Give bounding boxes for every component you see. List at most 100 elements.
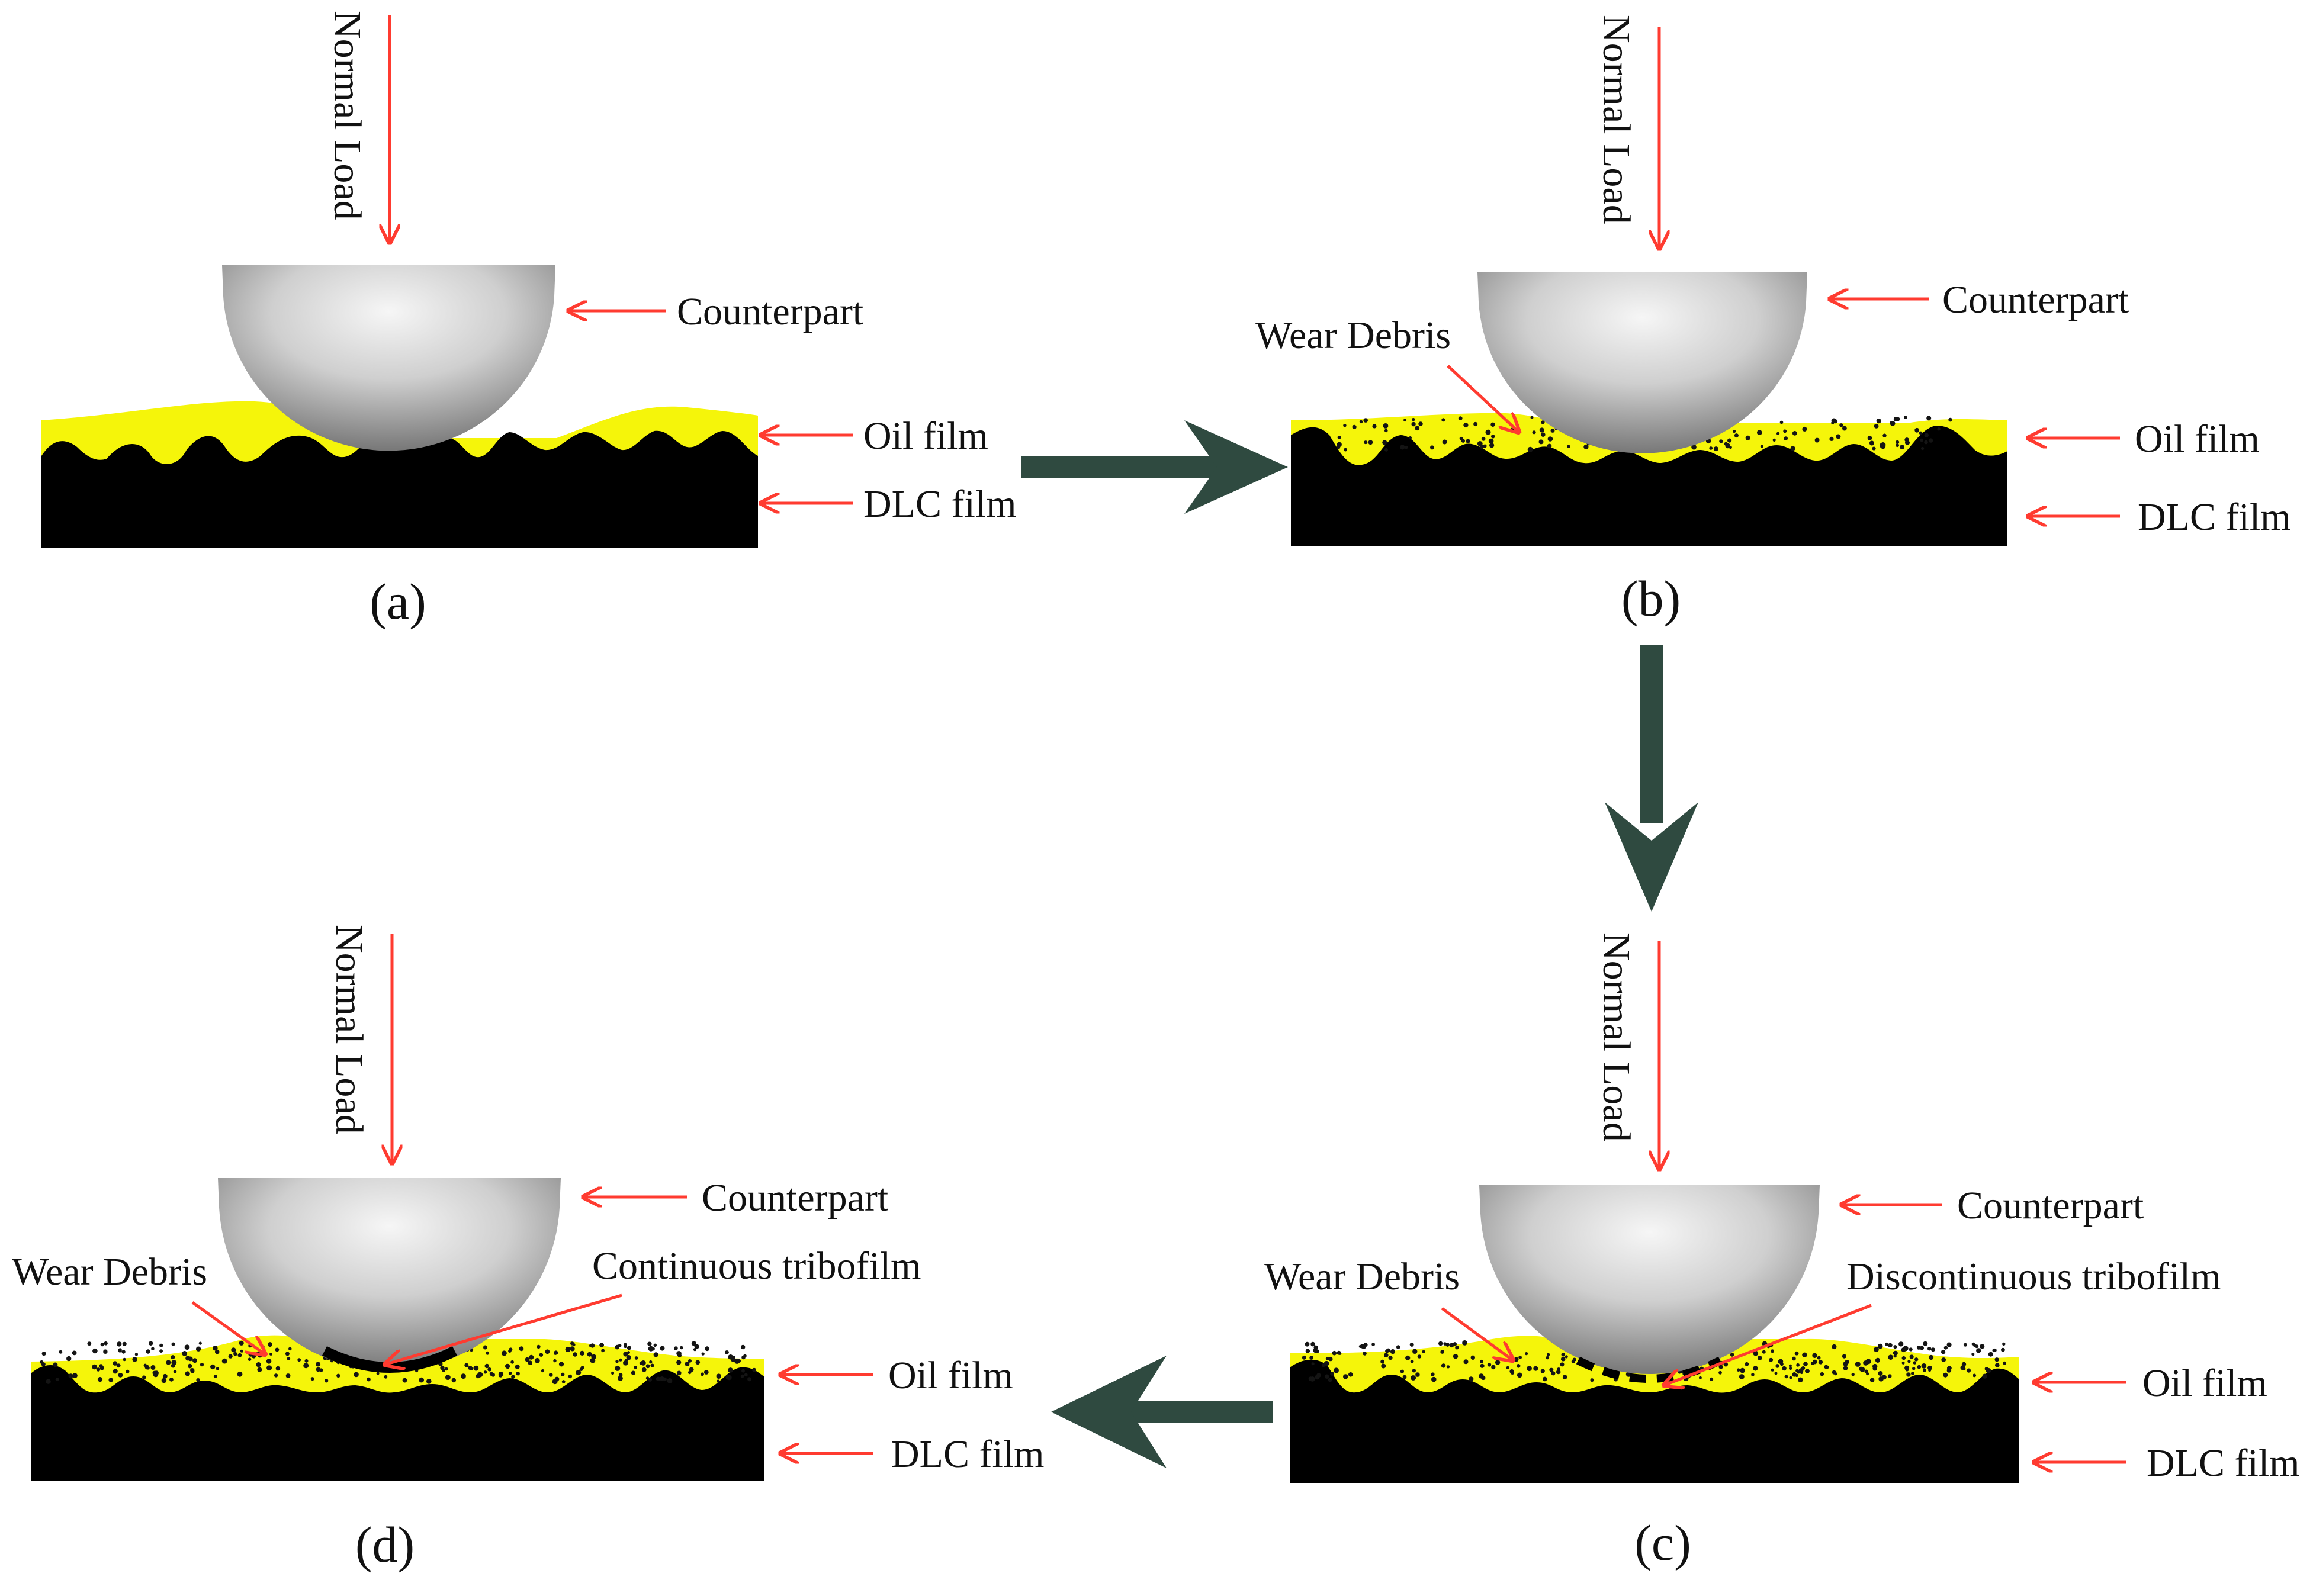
debris-particle — [1859, 1366, 1865, 1372]
debris-particle — [159, 1343, 163, 1347]
debris-particle — [1794, 1351, 1799, 1356]
debris-particle — [570, 1341, 574, 1346]
panel-caption: (a) — [370, 573, 426, 630]
debris-particle — [1315, 1375, 1320, 1380]
debris-particle — [1412, 417, 1415, 421]
debris-particle — [1455, 1346, 1459, 1350]
debris-particle — [528, 1360, 533, 1365]
debris-particle — [2001, 1347, 2005, 1352]
debris-particle — [123, 1357, 126, 1362]
debris-particle — [1920, 438, 1924, 442]
debris-particle — [1310, 1376, 1315, 1382]
debris-particle — [1431, 1376, 1437, 1382]
debris-particle — [508, 1371, 512, 1375]
debris-particle — [1817, 1356, 1821, 1360]
debris-particle — [558, 1362, 564, 1367]
debris-particle — [121, 1350, 126, 1354]
debris-particle — [1893, 417, 1898, 421]
debris-particle — [1792, 1372, 1797, 1377]
debris-particle — [159, 1349, 163, 1353]
debris-particle — [1943, 1372, 1948, 1378]
debris-particle — [716, 1373, 722, 1379]
debris-particle — [680, 1346, 683, 1350]
debris-particle — [487, 1367, 491, 1372]
debris-particle — [384, 1375, 388, 1379]
debris-particle — [336, 1373, 340, 1378]
debris-particle — [1878, 1371, 1883, 1376]
debris-particle — [99, 1366, 104, 1370]
debris-particle — [676, 1351, 682, 1356]
debris-particle — [1745, 435, 1750, 440]
debris-particle — [96, 1367, 101, 1372]
debris-particle — [1778, 1360, 1782, 1364]
debris-particle — [188, 1356, 193, 1362]
debris-particle — [1963, 1343, 1967, 1347]
debris-particle — [1546, 1356, 1550, 1360]
debris-particle — [442, 1369, 445, 1372]
debris-particle — [1928, 1369, 1932, 1372]
debris-particle — [1905, 440, 1910, 445]
debris-particle — [173, 1370, 177, 1373]
panel-caption: (d) — [355, 1516, 415, 1573]
debris-particle — [1461, 439, 1465, 443]
debris-particle — [516, 1372, 520, 1376]
debris-particle — [1547, 436, 1553, 442]
debris-particle — [653, 1343, 657, 1347]
debris-particle — [1832, 1344, 1837, 1350]
debris-particle — [1337, 435, 1341, 439]
panel-c: Normal Load Counterpart Wear Debris Disc… — [1264, 932, 2300, 1571]
debris-particle — [149, 1341, 153, 1346]
debris-particle — [153, 1372, 159, 1378]
debris-particle — [553, 1359, 557, 1363]
debris-particle — [1872, 1366, 1877, 1371]
debris-particle — [150, 1365, 156, 1370]
debris-particle — [548, 1373, 553, 1377]
debris-particle — [287, 1357, 291, 1360]
debris-particle — [1851, 1373, 1855, 1376]
debris-particle — [144, 1365, 150, 1370]
debris-particle — [1380, 1359, 1385, 1364]
debris-particle — [1405, 1355, 1411, 1360]
debris-particle — [1889, 421, 1893, 425]
debris-particle — [1909, 1354, 1914, 1359]
debris-particle — [647, 1341, 652, 1346]
debris-particle — [285, 1352, 290, 1356]
debris-particle — [1560, 1356, 1566, 1362]
debris-particle — [1924, 433, 1929, 437]
debris-particle — [1402, 1375, 1407, 1379]
debris-particle — [468, 1366, 473, 1370]
debris-particle — [1713, 446, 1718, 452]
debris-particle — [1491, 435, 1495, 439]
debris-particle — [1758, 1356, 1762, 1360]
debris-particle — [1914, 427, 1920, 433]
debris-particle — [1720, 1365, 1723, 1369]
debris-particle — [297, 1358, 301, 1362]
counterpart-label: Counterpart — [702, 1176, 888, 1219]
debris-particle — [1495, 1360, 1501, 1365]
debris-particle — [541, 1369, 545, 1373]
debris-particle — [1875, 1357, 1881, 1363]
debris-particle — [1400, 445, 1405, 450]
debris-particle — [1556, 1369, 1561, 1375]
debris-particle — [1532, 430, 1536, 435]
debris-particle — [134, 1353, 139, 1356]
debris-particle — [445, 1367, 448, 1371]
debris-particle — [1324, 1374, 1329, 1379]
wear-debris-label: Wear Debris — [12, 1250, 207, 1293]
debris-particle — [1824, 1365, 1829, 1369]
debris-particle — [1869, 1378, 1875, 1382]
debris-particle — [231, 1347, 236, 1353]
debris-particle — [1533, 1366, 1538, 1371]
debris-particle — [1363, 1352, 1367, 1356]
debris-particle — [304, 1359, 309, 1363]
debris-particle — [275, 1366, 281, 1371]
debris-particle — [1919, 431, 1923, 435]
debris-particle — [1904, 416, 1907, 419]
counterpart-label: Counterpart — [1942, 278, 2129, 321]
debris-particle — [1769, 1357, 1774, 1362]
debris-particle — [1772, 438, 1776, 442]
debris-particle — [1381, 1363, 1386, 1369]
debris-particle — [1477, 441, 1483, 446]
